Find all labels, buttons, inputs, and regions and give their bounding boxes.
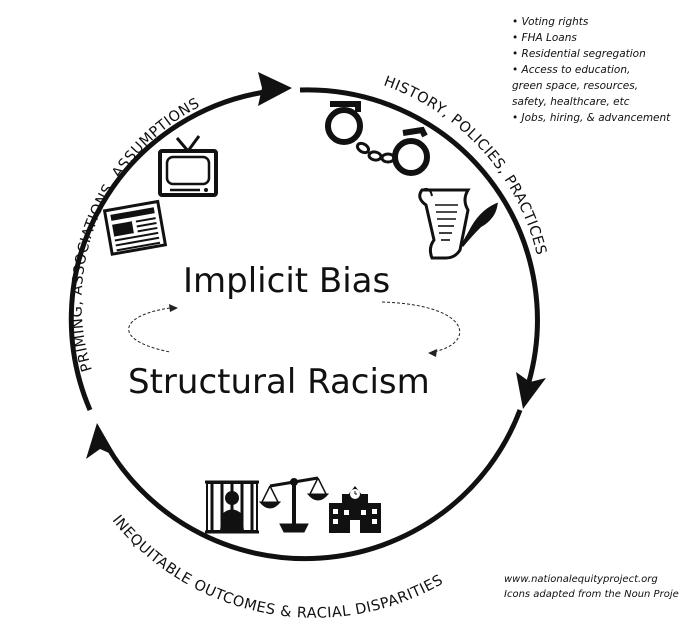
policy-list-item: • Jobs, hiring, & advancement (512, 112, 671, 124)
arrowhead-top (258, 72, 292, 106)
television-icon (158, 135, 218, 197)
ring-arc-bottom (99, 409, 523, 562)
credits: www.nationalequityproject.org Icons adap… (504, 572, 679, 602)
policy-list-item: • FHA Loans (512, 32, 577, 44)
scales-of-justice-icon (258, 476, 330, 533)
center-label-implicit-bias: Implicit Bias (183, 261, 390, 301)
policy-list-item: • Access to education, (512, 64, 631, 76)
jail-bars-icon (205, 480, 259, 534)
arc-label-bottom-text: INEQUITABLE OUTCOMES & RACIAL DISPARITIE… (109, 512, 446, 620)
inner-dashed-cycle (128, 301, 461, 353)
cycle-ring (68, 87, 540, 562)
policy-list-item: • Voting rights (512, 16, 589, 28)
newspaper-icon (102, 199, 168, 256)
arrowhead-bottom-left (86, 423, 116, 459)
policy-list-item: safety, healthcare, etc (512, 96, 630, 108)
policy-list-item: • Residential segregation (512, 48, 646, 60)
school-building-icon (329, 486, 381, 533)
dashed-arrowhead-right (428, 349, 437, 357)
credit-url: www.nationalequityproject.org (504, 574, 658, 585)
scroll-quill-icon (418, 187, 498, 260)
arrowhead-right (516, 372, 546, 409)
arc-label-bottom: INEQUITABLE OUTCOMES & RACIAL DISPARITIE… (109, 512, 446, 620)
credit-icons-note: Icons adapted from the Noun Project (504, 589, 679, 600)
ring-arc-left (68, 88, 273, 411)
dashed-arc-left (128, 307, 171, 353)
center-label-structural-racism: Structural Racism (128, 362, 430, 402)
policy-list-item: green space, resources, (512, 80, 639, 92)
dashed-arrowhead-left (169, 304, 178, 312)
policy-list: • Voting rights • FHA Loans • Residentia… (512, 14, 677, 126)
handcuffs-icon (325, 101, 430, 176)
ring-arc-top-right (299, 87, 540, 386)
dashed-arc-right (381, 301, 461, 353)
